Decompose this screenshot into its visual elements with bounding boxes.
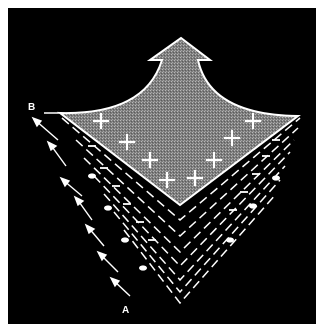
label-b: B: [28, 102, 35, 113]
label-a: A: [122, 305, 129, 316]
